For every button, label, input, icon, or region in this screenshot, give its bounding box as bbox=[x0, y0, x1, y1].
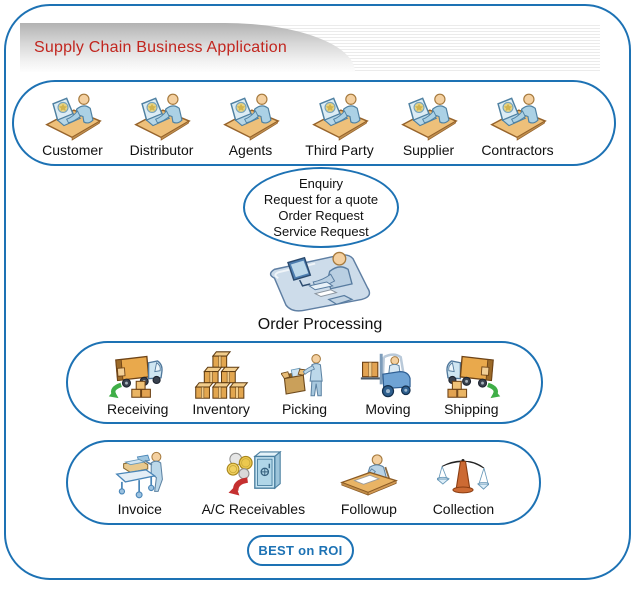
stakeholder-customer: Customer bbox=[28, 89, 117, 158]
finance-invoice: Invoice bbox=[113, 448, 167, 517]
order-processing-icon bbox=[252, 249, 388, 313]
finance-label-collection: Collection bbox=[432, 501, 495, 517]
finance-label-followup: Followup bbox=[340, 501, 397, 517]
warehouse-shipping: Shipping bbox=[430, 348, 513, 417]
forklift-icon bbox=[360, 348, 416, 400]
person-laptop-icon bbox=[222, 89, 280, 141]
warehouse-label-inventory: Inventory bbox=[192, 401, 250, 417]
picking-box-icon bbox=[280, 348, 329, 400]
stakeholder-label-supplier: Supplier bbox=[402, 141, 455, 158]
warehouse-moving: Moving bbox=[346, 348, 429, 417]
title-banner: Supply Chain Business Application bbox=[20, 23, 600, 72]
page-title: Supply Chain Business Application bbox=[34, 38, 287, 56]
balance-scale-icon bbox=[437, 448, 490, 500]
stakeholder-label-agents: Agents bbox=[228, 141, 273, 158]
stakeholder-label-contractors: Contractors bbox=[481, 141, 554, 158]
person-laptop-icon bbox=[400, 89, 458, 141]
request-line: Request for a quote bbox=[263, 191, 379, 207]
finance-a-c-receivables: A/C Receivables bbox=[201, 448, 306, 517]
stakeholders-group: Customer Distributor Agents Third Party … bbox=[12, 80, 616, 166]
roi-badge: BEST on ROI bbox=[247, 535, 354, 566]
roi-badge-label: BEST on ROI bbox=[258, 543, 343, 558]
followup-desk-icon bbox=[339, 448, 398, 500]
stakeholder-label-distributor: Distributor bbox=[129, 141, 194, 158]
person-laptop-icon bbox=[311, 89, 369, 141]
finance-collection: Collection bbox=[433, 448, 494, 517]
coins-safe-icon bbox=[224, 448, 283, 500]
truck-receiving-icon bbox=[107, 348, 169, 400]
warehouse-label-moving: Moving bbox=[365, 401, 411, 417]
warehouse-picking: Picking bbox=[263, 348, 346, 417]
person-laptop-icon bbox=[489, 89, 547, 141]
invoice-cart-icon bbox=[113, 448, 167, 500]
truck-shipping-icon bbox=[440, 348, 502, 400]
warehouse-label-shipping: Shipping bbox=[444, 401, 499, 417]
warehouse-label-picking: Picking bbox=[281, 401, 328, 417]
stakeholder-supplier: Supplier bbox=[384, 89, 473, 158]
stakeholder-agents: Agents bbox=[206, 89, 295, 158]
person-laptop-icon bbox=[44, 89, 102, 141]
stakeholder-third-party: Third Party bbox=[295, 89, 384, 158]
order-processing-label: Order Processing bbox=[257, 316, 383, 333]
inventory-boxes-icon bbox=[194, 348, 249, 400]
stakeholder-label-customer: Customer bbox=[42, 141, 103, 158]
warehouse-receiving: Receiving bbox=[96, 348, 179, 417]
warehouse-label-receiving: Receiving bbox=[106, 401, 169, 417]
request-line: Service Request bbox=[273, 223, 369, 239]
warehouse-group: Receiving Inventory Picking Moving Shipp… bbox=[66, 341, 543, 424]
banner-gradient bbox=[20, 23, 355, 72]
warehouse-inventory: Inventory bbox=[179, 348, 262, 417]
stakeholder-distributor: Distributor bbox=[117, 89, 206, 158]
requests-ellipse: Enquiry Request for a quote Order Reques… bbox=[243, 167, 399, 248]
finance-label-a-c-receivables: A/C Receivables bbox=[201, 501, 306, 517]
finance-label-invoice: Invoice bbox=[117, 501, 162, 517]
request-line: Enquiry bbox=[298, 175, 344, 191]
stakeholder-label-third-party: Third Party bbox=[305, 141, 374, 158]
finance-followup: Followup bbox=[339, 448, 398, 517]
finance-group: Invoice A/C Receivables Followup Collect… bbox=[66, 440, 541, 525]
diagram-border bbox=[4, 4, 631, 580]
stakeholder-contractors: Contractors bbox=[473, 89, 562, 158]
person-laptop-icon bbox=[133, 89, 191, 141]
request-line: Order Request bbox=[278, 207, 364, 223]
